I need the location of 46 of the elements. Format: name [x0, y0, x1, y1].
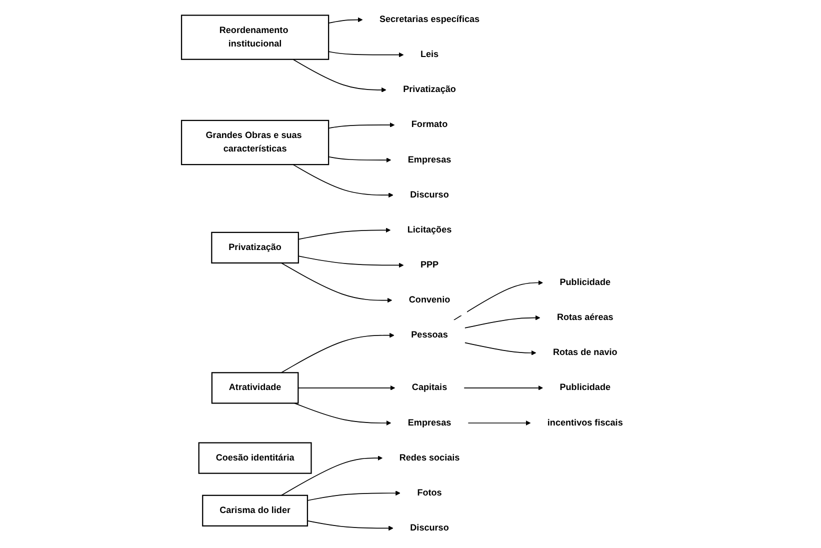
arrow [328, 156, 391, 163]
node-text: Empresas [408, 418, 451, 428]
arrow [453, 280, 543, 321]
arrow [280, 332, 394, 374]
arrow [298, 228, 390, 240]
node-text: Rotas de navio [552, 348, 618, 358]
node-box: Atratividade [211, 372, 299, 404]
arrow [294, 402, 391, 426]
node-text: Publicidade [560, 382, 610, 392]
arrow [292, 58, 386, 92]
node-box: Coesão identitária [198, 442, 312, 474]
node-text: Fotos [417, 488, 442, 498]
node-box: Reordenamento institucional [180, 14, 329, 60]
node-text: Privatização [402, 84, 456, 94]
node-text: Secretarias específicas [379, 14, 480, 24]
node-text: PPP [420, 260, 438, 270]
arrow [328, 51, 404, 58]
arrow [280, 262, 392, 303]
arrow [463, 385, 543, 390]
arrow [468, 420, 530, 426]
node-text: Redes sociais [399, 452, 460, 463]
arrow [328, 17, 363, 24]
node-text: Formato [411, 120, 448, 130]
node-text: Publicidade [560, 278, 610, 288]
arrow [464, 315, 540, 328]
node-text: Pessoas [410, 330, 448, 340]
node-text: incentivos fiscais [547, 418, 623, 428]
node-text: Discurso [410, 523, 449, 533]
node-text: Rotas aéreas [556, 312, 614, 322]
node-box: Grandes Obras e suas características [180, 120, 329, 166]
arrow [298, 256, 404, 268]
node-text: Leis [420, 50, 438, 60]
node-box: Privatização [210, 232, 299, 264]
arrow [464, 342, 536, 356]
node-text: Discurso [410, 190, 449, 200]
arrow [328, 122, 394, 129]
node-box: Carisma do lider [202, 494, 308, 526]
arrow [306, 520, 394, 531]
node-text: Licitações [407, 225, 452, 235]
node-text: Convenio [408, 295, 450, 305]
node-text: Empresas [408, 154, 451, 165]
node-text: Capitais [412, 382, 447, 392]
arrow [280, 456, 382, 496]
arrow [298, 385, 395, 390]
arrow [292, 164, 394, 198]
arrow [306, 490, 400, 501]
